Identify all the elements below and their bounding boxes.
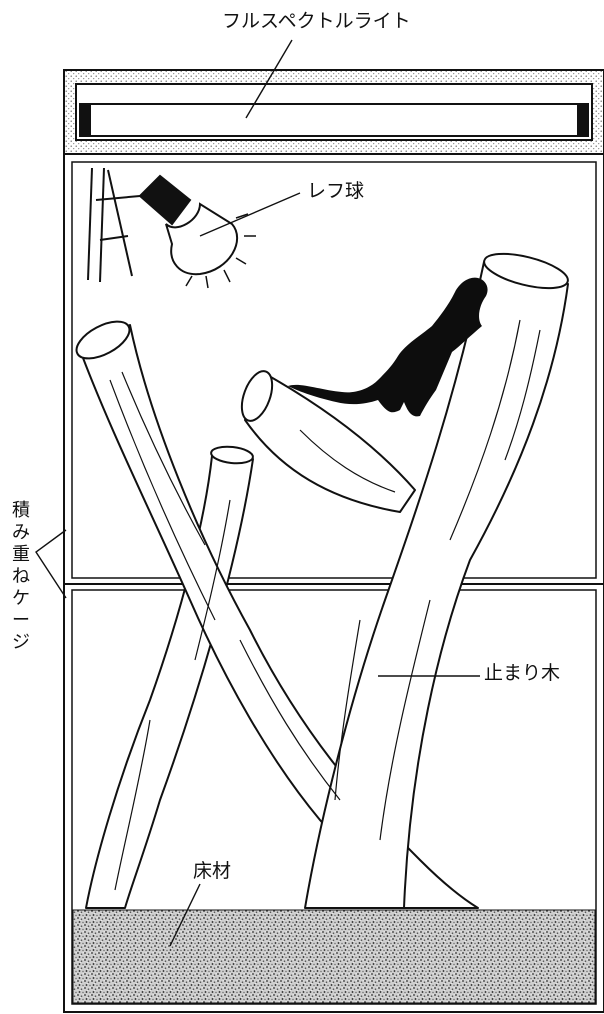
lamp-bulb — [165, 202, 238, 276]
lamp-rays — [185, 213, 256, 289]
branch-back-thin-end — [210, 445, 254, 465]
stacked-cage-label: 積み重ねケージ — [12, 500, 30, 653]
tube-cap-right — [577, 103, 589, 137]
branch-main-trunk-end — [483, 252, 569, 290]
lamp-socket — [138, 174, 192, 226]
leader-lines — [35, 39, 480, 947]
reflector-lamp-icon — [87, 167, 256, 289]
branch-texture — [109, 319, 541, 891]
branch-left-diagonal-end — [75, 320, 131, 360]
branch-main-trunk — [304, 261, 569, 909]
branch-side-stub-end — [240, 370, 274, 422]
leader-full-spectrum — [245, 39, 293, 119]
branch-side-stub — [244, 371, 416, 513]
leader-reflector — [199, 192, 301, 237]
leader-stacked — [35, 529, 67, 599]
lizard-silhouette-icon — [288, 277, 488, 417]
substrate-layer — [72, 909, 596, 1004]
cages — [63, 153, 604, 1013]
substrate-label: 床材 — [193, 860, 232, 882]
branch-left-diagonal — [79, 324, 479, 909]
full-spectrum-light-label: フルスペクトルライト — [222, 10, 411, 32]
leader-substrate — [169, 883, 201, 947]
lower-cage — [63, 583, 604, 1013]
upper-cage-inner — [71, 161, 597, 579]
reflector-bulb-label: レフ球 — [307, 180, 365, 202]
fluorescent-tube — [79, 103, 589, 137]
light-fixture — [63, 69, 604, 155]
tube-cap-left — [79, 103, 91, 137]
perch-branch-label: 止まり木 — [484, 662, 561, 684]
perch-branches — [75, 252, 569, 909]
lower-cage-inner — [71, 589, 597, 1005]
